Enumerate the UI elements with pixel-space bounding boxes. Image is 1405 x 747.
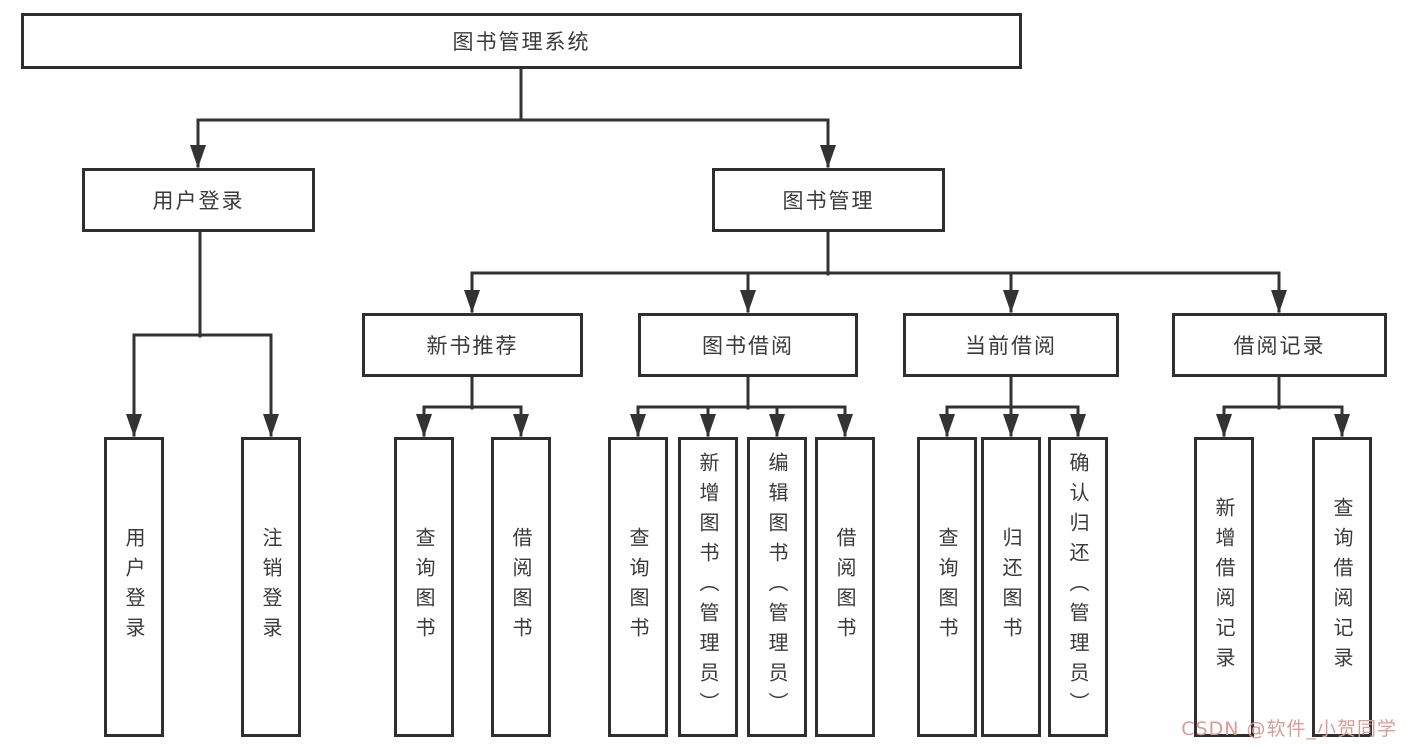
leaf-return-book: 归还图书 — [981, 437, 1041, 737]
leaf-confirm-return-admin: 确认归还（管理员） — [1048, 437, 1108, 737]
node-user-login-label: 用户登录 — [152, 189, 245, 213]
node-root: 图书管理系统 — [21, 13, 1022, 69]
node-book-management: 图书管理 — [712, 168, 945, 232]
leaf-add-book-admin: 新增图书（管理员） — [678, 437, 738, 737]
node-new-book-recommend: 新书推荐 — [362, 313, 583, 377]
node-borrow-record: 借阅记录 — [1172, 313, 1387, 377]
leaf-query-borrow-record: 查询借阅记录 — [1312, 437, 1372, 737]
leaf-user-login: 用户登录 — [104, 437, 164, 737]
node-user-login: 用户登录 — [82, 168, 315, 232]
node-current-borrow-label: 当前借阅 — [965, 334, 1057, 358]
leaf-query-book-borrow: 查询图书 — [608, 437, 668, 737]
leaf-edit-book-admin: 编辑图书（管理员） — [747, 437, 807, 737]
leaf-borrow-book: 借阅图书 — [815, 437, 875, 737]
leaf-query-book-recommend: 查询图书 — [394, 437, 454, 737]
leaf-query-book-current: 查询图书 — [917, 437, 977, 737]
node-current-borrow: 当前借阅 — [903, 313, 1119, 377]
leaf-logout: 注销登录 — [241, 437, 301, 737]
leaf-borrow-book-recommend: 借阅图书 — [491, 437, 551, 737]
node-borrow-record-label: 借阅记录 — [1233, 334, 1326, 358]
node-book-borrow-label: 图书借阅 — [702, 334, 794, 358]
node-new-book-recommend-label: 新书推荐 — [426, 334, 519, 358]
csdn-watermark: CSDN @软件_小贺同学 — [1181, 718, 1397, 740]
node-root-label: 图书管理系统 — [452, 30, 591, 54]
node-book-borrow: 图书借阅 — [638, 313, 858, 377]
leaf-add-borrow-record: 新增借阅记录 — [1194, 437, 1254, 737]
connector-lines — [132, 67, 1344, 437]
node-book-management-label: 图书管理 — [782, 189, 875, 213]
